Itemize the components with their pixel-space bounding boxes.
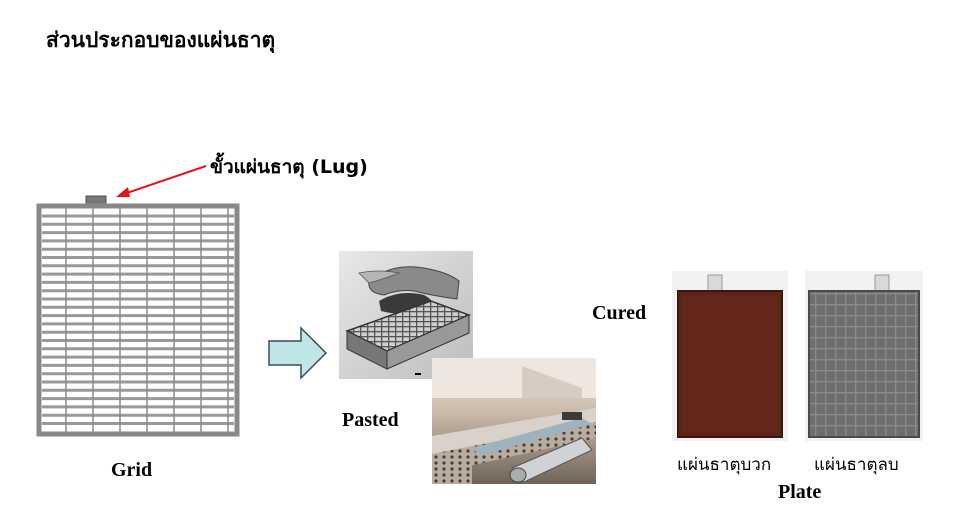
- pasted-label: Pasted: [342, 409, 399, 431]
- negative-plate-image: [805, 271, 923, 441]
- pasting-machine-photo: [432, 358, 596, 484]
- lug-pointer-arrow-icon: [116, 165, 207, 197]
- slide-title: ส่วนประกอบของแผ่นธาตุ: [46, 28, 276, 52]
- plate-label: Plate: [778, 481, 822, 503]
- pasting-hand-photo: [339, 251, 473, 379]
- positive-plate-label: แผ่นธาตุบวก: [677, 455, 772, 475]
- positive-plate-image: [672, 271, 788, 441]
- grid-label: Grid: [111, 459, 153, 481]
- grid-image: [36, 195, 240, 437]
- cured-label: Cured: [592, 302, 647, 324]
- negative-plate-label: แผ่นธาตุลบ: [814, 455, 899, 475]
- process-right-arrow-icon: [268, 326, 328, 380]
- lug-label: ขั้วแผ่นธาตุ (Lug): [210, 156, 368, 178]
